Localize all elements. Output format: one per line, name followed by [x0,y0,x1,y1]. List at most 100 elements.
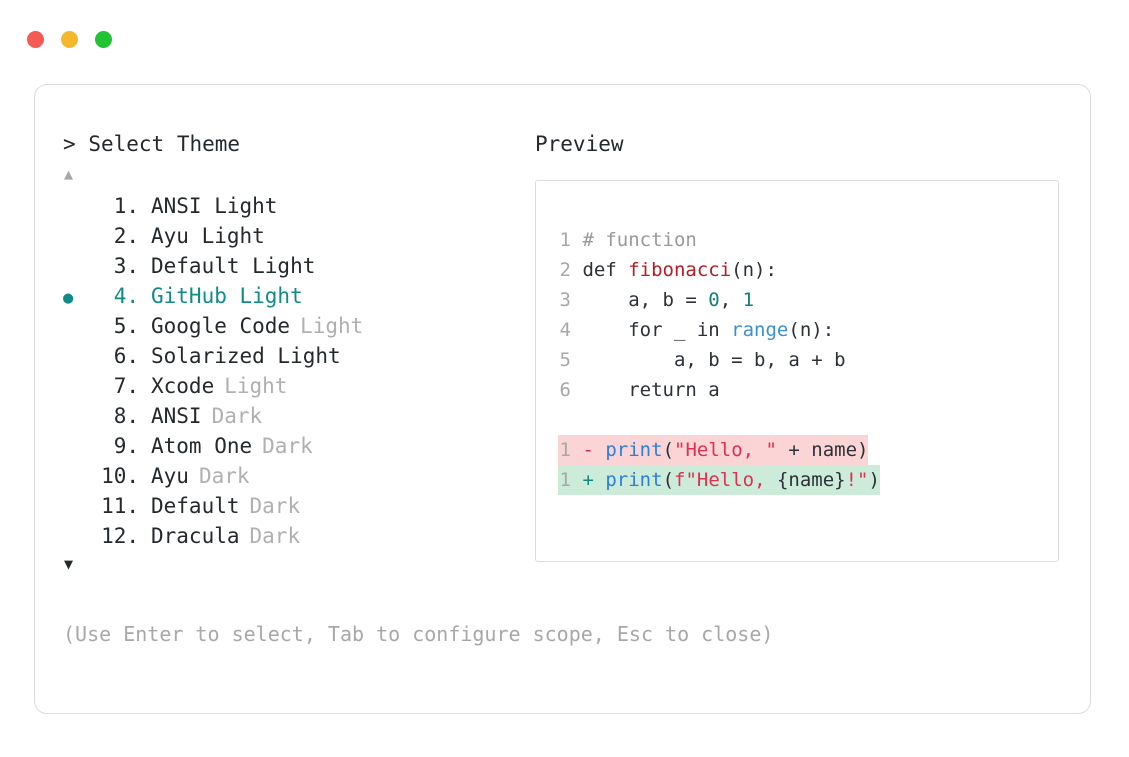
code-token: ) [868,469,880,491]
theme-list-item[interactable]: 3.Default Light [63,251,523,281]
code-token: "Hello, " [674,439,777,461]
scroll-up-icon[interactable]: ▲ [64,165,74,183]
theme-list-item[interactable]: 1. ANSI Light [63,191,523,221]
code-token: (n): [731,259,777,281]
theme-item-name: Xcode [151,374,215,398]
code-line: 3 a, b = 0, 1 [558,285,1058,315]
theme-list-item[interactable]: 5. Google Code Light [63,311,523,341]
code-line-number: 2 [559,259,571,281]
preview-label: Preview [535,132,624,156]
theme-item-index: 3. [113,254,139,278]
card-columns: > Select Theme ▲ 1. ANSI Light 2. Ayu Light… [35,85,1090,713]
code-token: a, b = b, a + b [582,349,846,371]
theme-item-variant: Dark [249,494,301,518]
prompt-line: > Select Theme [63,131,523,157]
code-token: f"Hello, [674,469,777,491]
theme-item-name: ANSI Light [151,194,278,218]
code-token: print [605,469,663,491]
theme-item-name: Ayu Light [151,224,265,248]
theme-list-item[interactable]: 9. Atom One Dark [63,431,523,461]
page-title: Select Theme [88,132,241,156]
code-token: ( [662,469,675,491]
scroll-down-icon[interactable]: ▼ [64,555,74,573]
theme-item-variant: Light [224,374,288,398]
theme-list-item[interactable]: 12. Dracula Dark [63,521,523,551]
code-token: def [582,259,629,281]
code-token: # function [582,229,697,251]
code-line: 4 for _ in range(n): [558,315,1058,345]
code-token: fibonacci [628,259,732,281]
theme-item-index: 11. [101,494,139,518]
prompt-caret-icon: > [63,132,76,156]
theme-item-index: 2. [113,224,139,248]
theme-list-item[interactable]: 7. Xcode Light [63,371,523,401]
selected-bullet-icon: ● [63,288,74,308]
code-token: for _ in [582,319,732,341]
code-line-number: 5 [559,349,571,371]
close-dot[interactable] [27,31,44,48]
theme-item-index: 4. [113,284,139,308]
code-token: + name) [776,439,869,461]
maximize-dot[interactable] [95,31,112,48]
theme-selector-card: > Select Theme ▲ 1. ANSI Light 2. Ayu Light… [34,84,1091,714]
code-token: 1 [742,289,755,311]
code-token: a, b = [582,289,709,311]
theme-item-index: 9. [113,434,139,458]
theme-item-index: 7. [113,374,139,398]
diff-minus-marker: - [582,439,594,461]
theme-item-name: Solarized Light [151,344,341,368]
diff-added-line: 1 + print(f"Hello, {name}!") [558,465,880,495]
theme-list-item[interactable]: ● 4. GitHub Light [63,281,523,311]
theme-item-index: 12. [101,524,139,548]
code-line-number: 1 [559,439,571,461]
diff-removed-line: 1 - print("Hello, " + name) [558,435,869,465]
keyboard-hint: (Use Enter to select, Tab to configure s… [63,622,774,646]
theme-list-item[interactable]: 2. Ayu Light [63,221,523,251]
code-token: range [731,319,789,341]
code-token: ( [662,439,675,461]
theme-item-index: 1. [113,194,139,218]
theme-item-variant: Light [300,314,364,338]
code-line: 6 return a [558,375,1058,405]
theme-item-name: Atom One [151,434,253,458]
code-token: , [719,289,743,311]
theme-item-name: GitHub Light [151,284,303,308]
theme-item-index: 5. [113,314,139,338]
code-line-number: 1 [559,469,571,491]
code-token: 0 [708,289,720,311]
code-line-number: 1 [559,229,571,251]
code-token: print [605,439,663,461]
code-line: 1 # function [558,225,1058,255]
code-token: {name} [776,469,846,491]
theme-item-index: 8. [113,404,139,428]
code-line: 2 def fibonacci(n): [558,255,1058,285]
theme-item-index: 10. [101,464,139,488]
code-line-number: 6 [559,379,571,401]
diff-plus-marker: + [582,469,594,491]
theme-item-variant: Dark [262,434,313,458]
theme-list[interactable]: 1. ANSI Light 2. Ayu Light 3.Default Light ● 4… [63,191,523,551]
theme-item-variant: Dark [198,464,250,488]
theme-item-name: ANSI [151,404,202,428]
theme-list-item[interactable]: 6. Solarized Light [63,341,523,371]
window-traffic-lights [27,31,112,48]
code-line-number: 4 [559,319,571,341]
theme-item-index: 6. [113,344,139,368]
code-token: (n): [788,319,835,341]
theme-item-name: Dracula [151,524,240,548]
minimize-dot[interactable] [61,31,78,48]
theme-picker-column: > Select Theme ▲ 1. ANSI Light 2. Ayu Light… [63,131,523,575]
code-line-number: 3 [559,289,571,311]
theme-item-name: Google Code [151,314,291,338]
code-line: 5 a, b = b, a + b [558,345,1058,375]
theme-item-variant: Dark [249,524,301,548]
code-token: return a [582,379,720,401]
code-spacer [558,405,1058,435]
code-token: !" [845,469,869,491]
